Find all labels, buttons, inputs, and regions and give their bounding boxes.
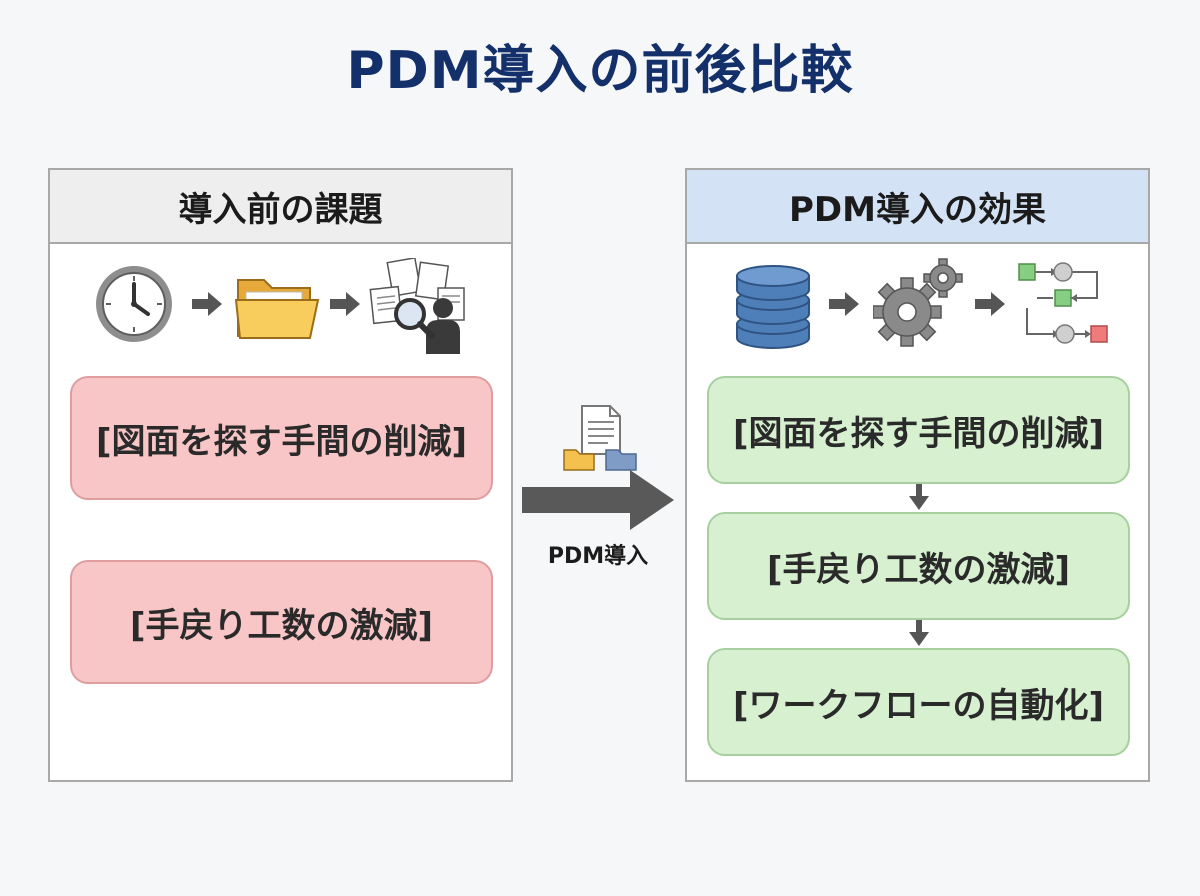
before-item-search-effort: [図面を探す手間の削減] — [70, 376, 493, 500]
after-item-rework: [手戻り工数の激減] — [707, 512, 1130, 620]
down-arrow-icon — [909, 484, 929, 510]
gears-icon — [873, 258, 963, 347]
document-search-person-icon — [369, 258, 465, 354]
after-panel-header: PDM導入の効果 — [687, 170, 1148, 244]
down-arrow-icon — [909, 620, 929, 646]
arrow-right-icon — [330, 292, 360, 316]
workflow-icon — [1018, 262, 1108, 344]
documents-folders-icon — [563, 405, 637, 471]
after-icons-row — [687, 258, 1148, 358]
arrow-right-icon — [829, 292, 859, 316]
page-title: PDM導入の前後比較 — [346, 41, 854, 101]
arrow-right-icon — [192, 292, 222, 316]
before-icons-row — [50, 258, 511, 358]
transition-label: PDM導入 — [547, 544, 649, 569]
after-panel: PDM導入の効果 — [685, 168, 1150, 782]
before-item-rework: [手戻り工数の激減] — [70, 560, 493, 684]
folder-icon — [234, 279, 320, 339]
database-icon — [736, 265, 810, 349]
before-panel-header: 導入前の課題 — [50, 170, 511, 244]
clock-icon — [96, 266, 172, 342]
after-item-workflow-automation: [ワークフローの自動化] — [707, 648, 1130, 756]
after-item-search-effort: [図面を探す手間の削減] — [707, 376, 1130, 484]
transition-arrow — [522, 470, 674, 530]
arrow-right-icon — [975, 292, 1005, 316]
before-panel: 導入前の課題 — [48, 168, 513, 782]
